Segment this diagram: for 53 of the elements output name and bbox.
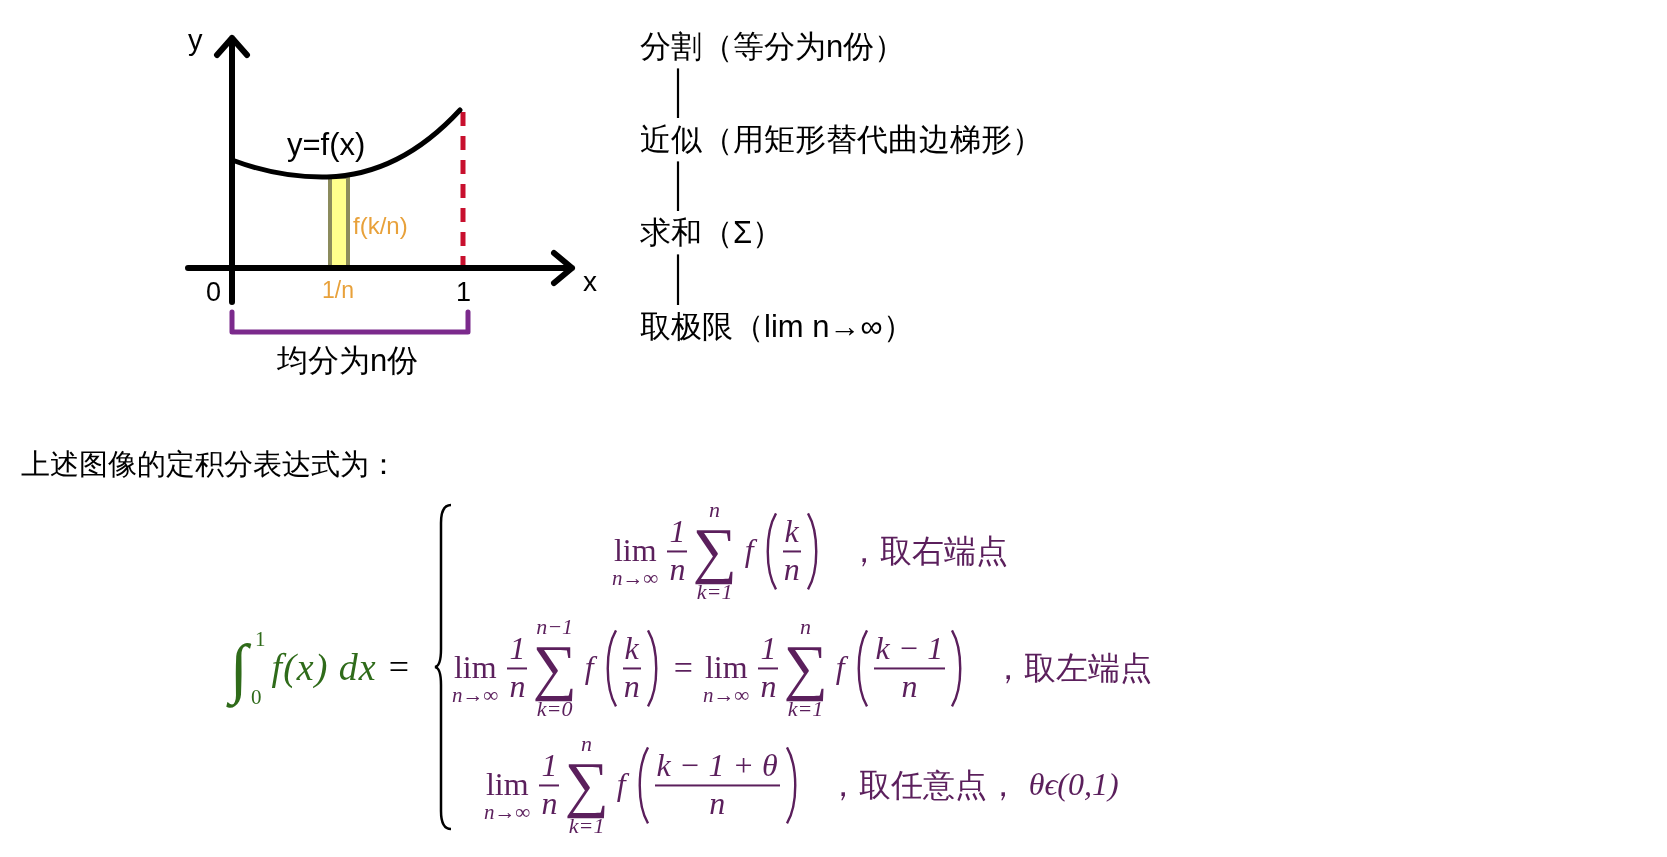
integrand: f(x) dx [271,648,377,688]
tick-label: 0 [206,279,222,306]
limit-subscript: n→∞ [452,684,499,707]
denominator: n [623,670,640,704]
height-label: f(k/n) [353,214,408,238]
tick-label: 1 [456,279,472,306]
curve-label: y=f(x) [287,129,366,160]
denominator: n [783,553,800,587]
numerator: k [623,632,640,666]
limit-operator: lim [613,534,657,568]
step-text: 分割（等分为n份） [640,25,906,69]
numerator: 1 [540,749,559,783]
axis-label: y [188,26,203,55]
method-note: ，取左端点 [992,652,1153,684]
limit-subscript: n→∞ [484,801,531,824]
step-text: 取极限（lim n→∞） [640,305,914,349]
denominator: n [541,787,558,821]
connector-line [676,254,680,305]
sum-upper-limit: n [709,498,721,522]
limit-operator: lim [704,651,748,685]
bracket-label: 均分为n份 [277,345,419,376]
step-text: 近似（用矩形替代曲边梯形） [640,118,1043,162]
numerator: 1 [668,515,687,549]
sum-upper-limit: n [800,615,812,639]
sum-upper-limit: n−1 [536,615,573,639]
limit-operator: lim [485,768,529,802]
integral-upper-limit: 1 [255,628,266,651]
tick-label: 1/n [322,279,354,302]
numerator: k [783,515,800,549]
connector-line [676,161,680,211]
limit-operator: lim [453,651,497,685]
step-text: 求和（Σ） [640,211,784,255]
intro-text: 上述图像的定积分表达式为： [21,450,398,479]
denominator: n [760,670,777,704]
axis-label: x [583,268,597,296]
limit-subscript: n→∞ [702,684,750,707]
denominator: n [901,670,918,704]
denominator: n [669,553,686,587]
denominator: n [709,787,726,821]
integral-lower-limit: 0 [251,685,262,708]
equals-sign: = [673,650,693,686]
numerator: k − 1 + θ [655,749,779,783]
numerator: k − 1 [874,632,945,666]
numerator: 1 [759,632,778,666]
numerator: 1 [508,632,527,666]
parameter-range: θϵ(0,1) [1028,768,1119,802]
equals-sign: = [388,649,409,687]
denominator: n [509,670,526,704]
limit-subscript: n→∞ [612,567,659,590]
sum-upper-limit: n [581,732,593,756]
connector-line [676,68,680,118]
method-note: ，取任意点， [826,769,1019,801]
method-note: ，取右端点 [847,535,1008,567]
